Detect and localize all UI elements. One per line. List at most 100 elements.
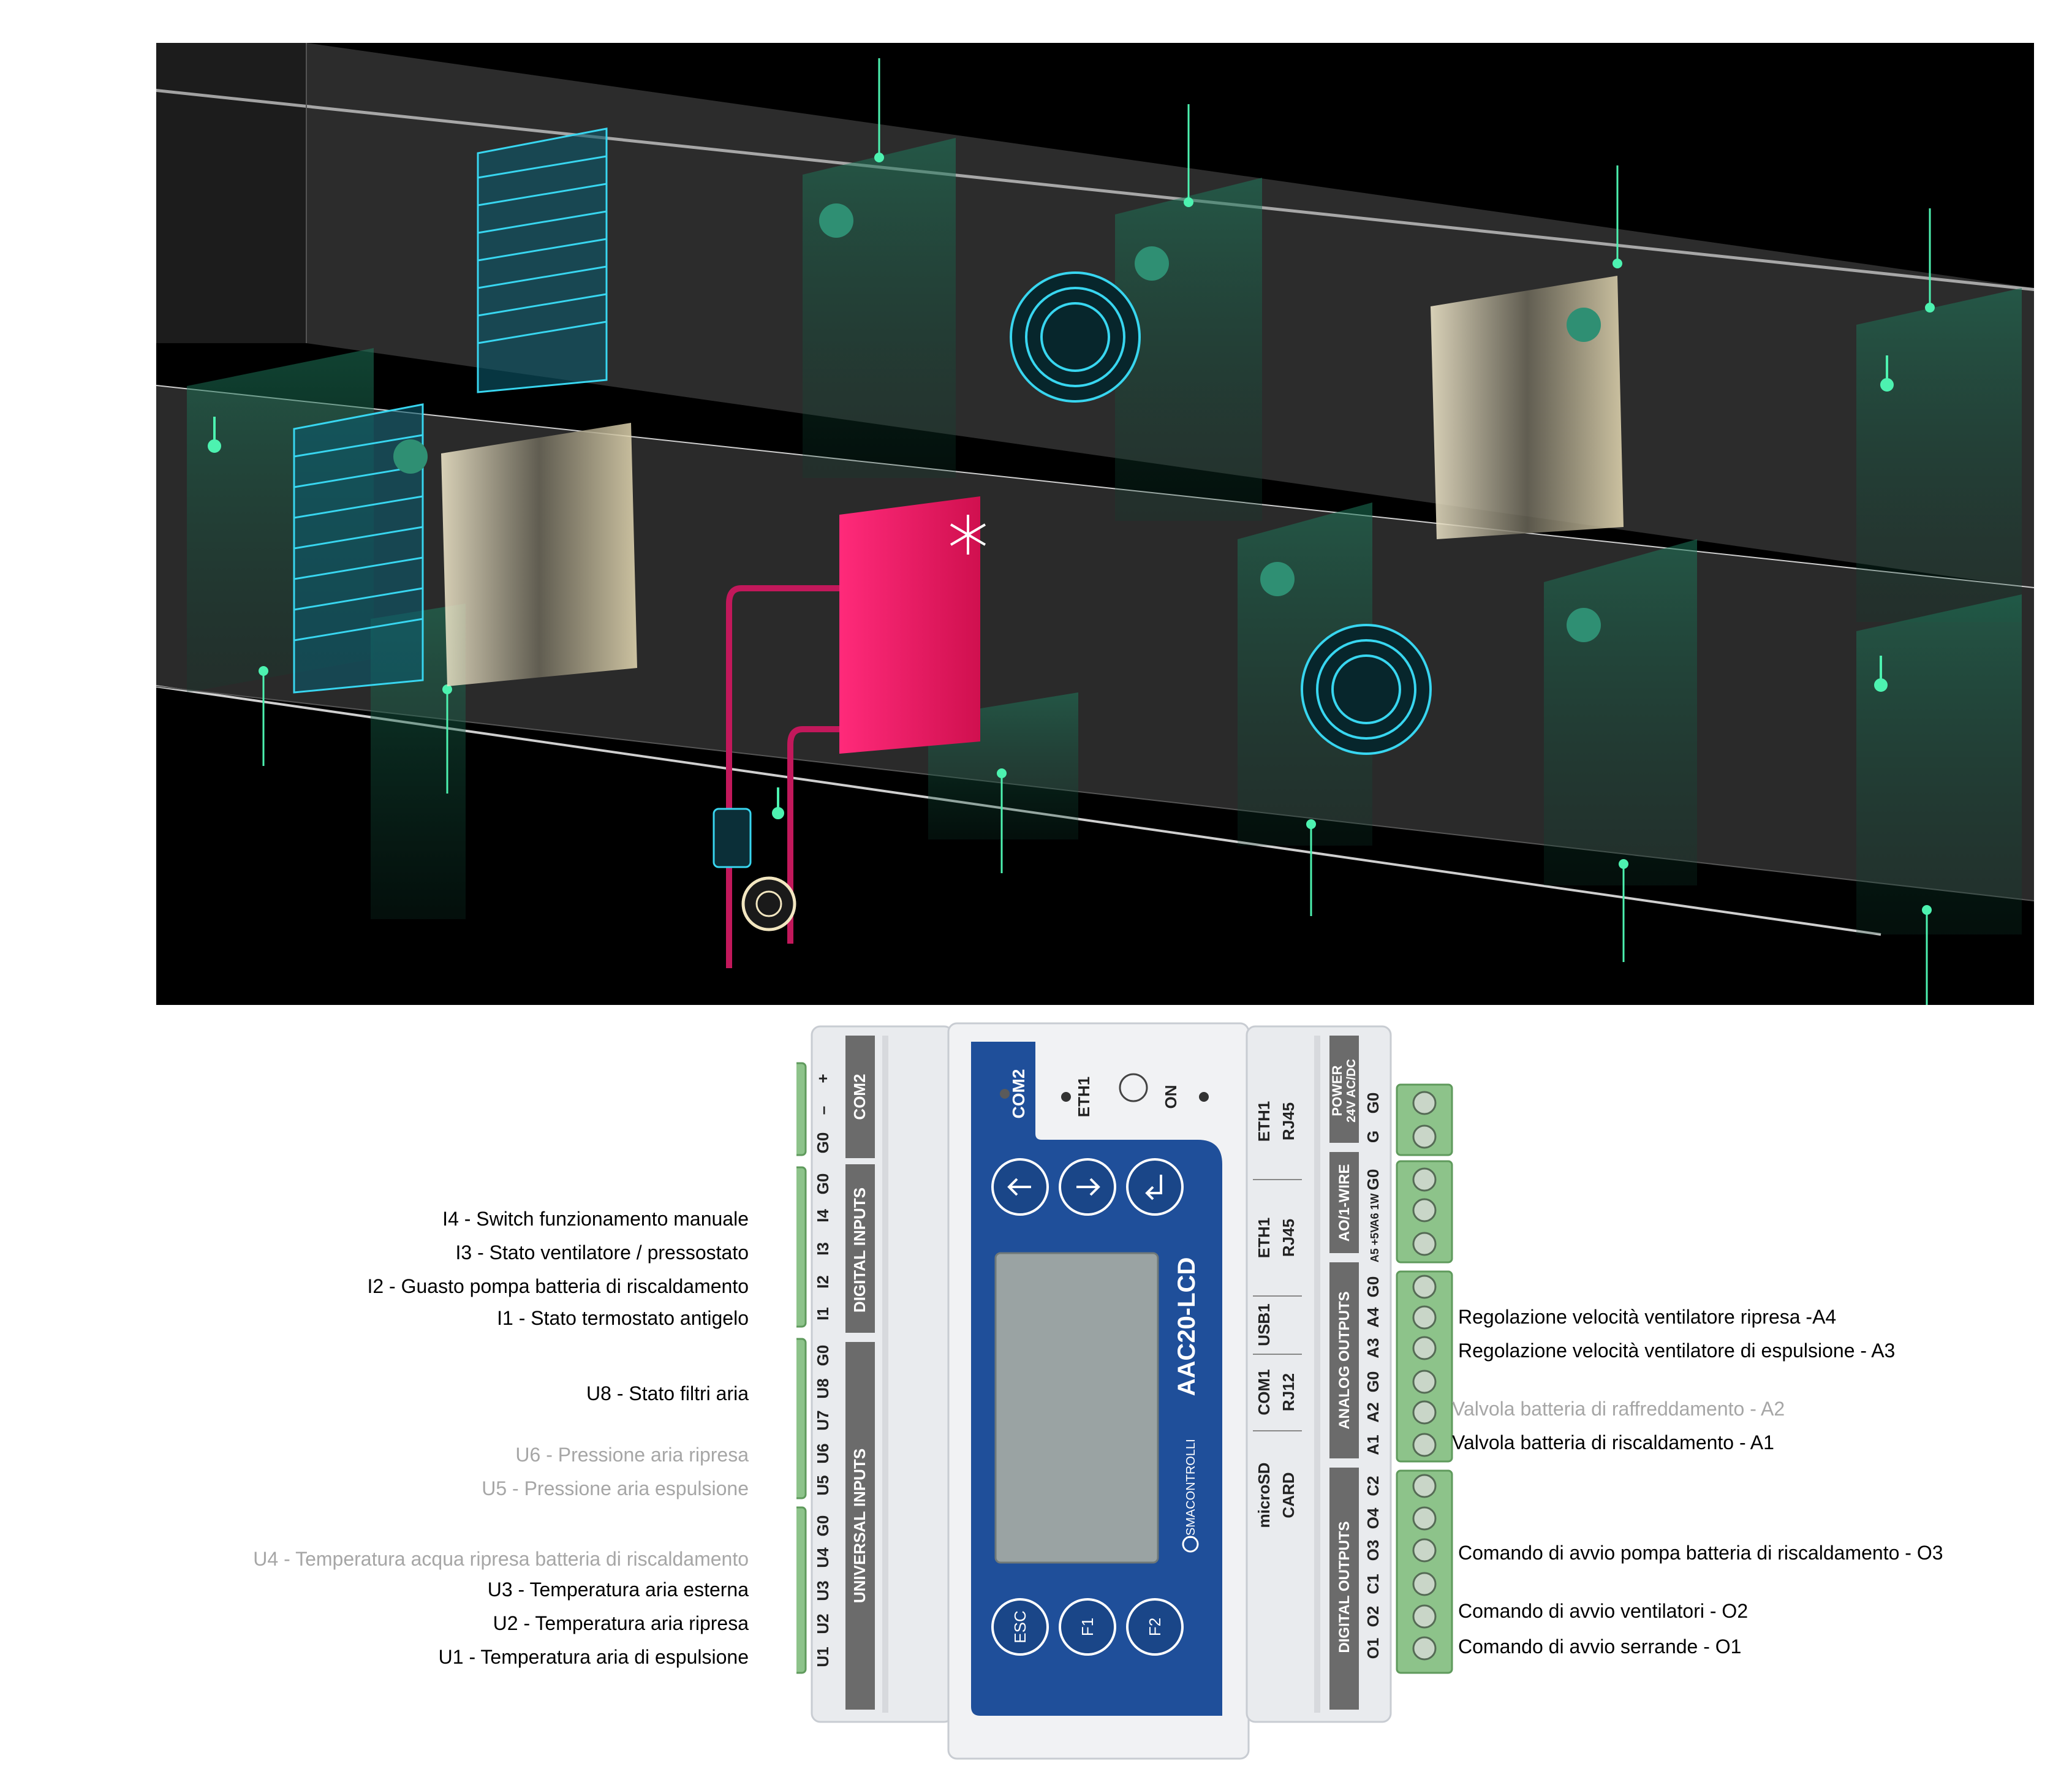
arrow-left-icon	[1007, 1178, 1031, 1196]
left-terminal-blocks	[796, 1062, 807, 1674]
arrow-left-button[interactable]	[991, 1158, 1049, 1216]
terminal-label: G0	[814, 1515, 832, 1537]
terminal-label: –	[814, 1106, 832, 1115]
enter-button[interactable]	[1126, 1158, 1184, 1216]
group-power-rating: 24V AC/DC	[1345, 1059, 1358, 1123]
left-terminal-labels: + – G0 G0 I4 I3 I2 I1 G0 U8 U7 U6 U5 G0 …	[814, 1074, 832, 1667]
terminal-label: G	[1364, 1131, 1382, 1143]
terminal-label: O3	[1364, 1540, 1382, 1561]
terminal-label: O1	[1364, 1638, 1382, 1659]
label-u5: U5 - Pressione aria espulsione	[482, 1477, 749, 1499]
terminal-label: U5	[814, 1475, 832, 1495]
arrow-right-button[interactable]	[1059, 1158, 1116, 1216]
label-o2: Comando di avvio ventilatori - O2	[1458, 1600, 1749, 1622]
terminal-label: G0	[814, 1132, 832, 1154]
group-digital-outputs: DIGITAL OUTPUTS	[1336, 1521, 1353, 1653]
terminal-label: U7	[814, 1410, 832, 1430]
label-a3: Regolazione velocità ventilatore di espu…	[1458, 1340, 1896, 1362]
com2-label: COM2	[1009, 1069, 1028, 1119]
group-digital-inputs: DIGITAL INPUTS	[850, 1188, 869, 1313]
terminal-label: A2	[1364, 1402, 1382, 1422]
group-ao-1wire: AO/1-WIRE	[1336, 1164, 1353, 1242]
fan-icon	[1010, 271, 1432, 755]
terminal-label: G0	[814, 1345, 832, 1366]
terminal-label: I2	[814, 1275, 832, 1289]
terminal-label: G0	[1364, 1371, 1382, 1393]
terminal-label: G0	[814, 1173, 832, 1195]
sensor-dots	[259, 153, 1935, 915]
label-a4: Regolazione velocità ventilatore ripresa…	[1458, 1306, 1837, 1328]
f2-label: F2	[1146, 1618, 1164, 1636]
arrow-right-icon	[1076, 1178, 1100, 1196]
f1-button[interactable]: F1	[1059, 1598, 1116, 1656]
terminal-label: C1	[1364, 1574, 1382, 1594]
label-a1: Valvola batteria di riscaldamento - A1	[1452, 1431, 1774, 1453]
port-eth1-sub: RJ45	[1279, 1219, 1298, 1257]
esc-button[interactable]: ESC	[991, 1598, 1049, 1656]
label-u4: U4 - Temperatura acqua ripresa batteria …	[253, 1548, 749, 1570]
terminal-label: U1	[814, 1647, 832, 1667]
terminal-label: U6	[814, 1443, 832, 1463]
terminal-label: A3	[1364, 1338, 1382, 1358]
label-i2: I2 - Guasto pompa batteria di riscaldame…	[367, 1275, 749, 1297]
terminal-label: +	[814, 1074, 832, 1083]
label-u8: U8 - Stato filtri aria	[586, 1382, 749, 1404]
right-screws	[1412, 1091, 1437, 1661]
thermometer-icon	[208, 355, 1894, 819]
terminal-label: U4	[814, 1547, 832, 1568]
ahu-scene	[156, 43, 2035, 1005]
right-terminal-labels: G0 G G0 A6 1W A5 +5V G0 A4 A3 G0 A2 A1 C…	[1364, 1093, 1382, 1659]
terminal-label: U2	[814, 1613, 832, 1634]
group-power: POWER	[1329, 1065, 1345, 1116]
port-column: ETH1 RJ45 ETH1 RJ45 USB1 COM1 RJ12 micro…	[1253, 1101, 1302, 1528]
label-o1: Comando di avvio serrande - O1	[1458, 1635, 1742, 1658]
terminal-label: G0	[1364, 1276, 1382, 1298]
f2-button[interactable]: F2	[1126, 1598, 1184, 1656]
label-u1: U1 - Temperatura aria di espulsione	[438, 1646, 749, 1668]
terminal-label: A6 1W	[1369, 1193, 1381, 1227]
port-microsd-sub: CARD	[1279, 1472, 1298, 1518]
label-u3: U3 - Temperatura aria esterna	[487, 1578, 749, 1601]
port-usb1-label: USB1	[1255, 1303, 1273, 1346]
on-led-icon	[1199, 1092, 1209, 1102]
label-u6: U6 - Pressione aria ripresa	[515, 1444, 749, 1466]
terminal-label: O4	[1364, 1507, 1382, 1529]
terminal-label: U3	[814, 1580, 832, 1601]
label-o3: Comando di avvio pompa batteria di risca…	[1458, 1542, 1943, 1564]
model-label: AAC20-LCD	[1173, 1257, 1200, 1397]
esc-label: ESC	[1011, 1610, 1029, 1643]
label-i1: I1 - Stato termostato antigelo	[497, 1307, 749, 1329]
terminal-label: I3	[814, 1242, 832, 1256]
terminal-label: U8	[814, 1378, 832, 1398]
com2-led-icon	[1000, 1089, 1010, 1099]
terminal-label: C2	[1364, 1476, 1382, 1496]
right-terminal-blocks	[1396, 1083, 1453, 1674]
label-i4: I4 - Switch funzionamento manuale	[442, 1208, 749, 1230]
snowflake-icon	[950, 515, 986, 555]
damper-icon	[293, 127, 608, 694]
group-universal-inputs: UNIVERSAL INPUTS	[850, 1449, 869, 1603]
filter-icon	[441, 276, 1624, 686]
label-u2: U2 - Temperatura aria ripresa	[493, 1612, 749, 1634]
terminal-label: G0	[1364, 1093, 1382, 1114]
brand-label: ISMACONTROLLI	[1184, 1439, 1198, 1539]
port-eth1-label: ETH1	[1255, 1218, 1273, 1258]
port-microsd-label: microSD	[1255, 1463, 1273, 1528]
terminal-label: G0	[1364, 1169, 1382, 1191]
heating-coil	[726, 496, 980, 968]
sensor-leader-lines	[262, 58, 1931, 1005]
pressure-gauge-icon	[393, 203, 1601, 642]
lcd-screen	[994, 1252, 1159, 1564]
bacnet-logo-icon	[1119, 1073, 1148, 1102]
label-a2: Valvola batteria di raffreddamento - A2	[1452, 1398, 1785, 1420]
eth1-led-icon	[1061, 1092, 1071, 1102]
terminal-label: A4	[1364, 1307, 1382, 1328]
port-eth1-label: ETH1	[1255, 1101, 1273, 1142]
valve-icon	[713, 808, 752, 868]
port-com1-label: COM1	[1255, 1369, 1273, 1415]
enter-icon	[1145, 1175, 1162, 1200]
eth1-top-label: ETH1	[1075, 1077, 1093, 1117]
group-com2-left: COM2	[850, 1074, 869, 1120]
port-eth1-sub: RJ45	[1279, 1102, 1298, 1140]
ismacontrolli-logo-icon	[1182, 1536, 1199, 1553]
